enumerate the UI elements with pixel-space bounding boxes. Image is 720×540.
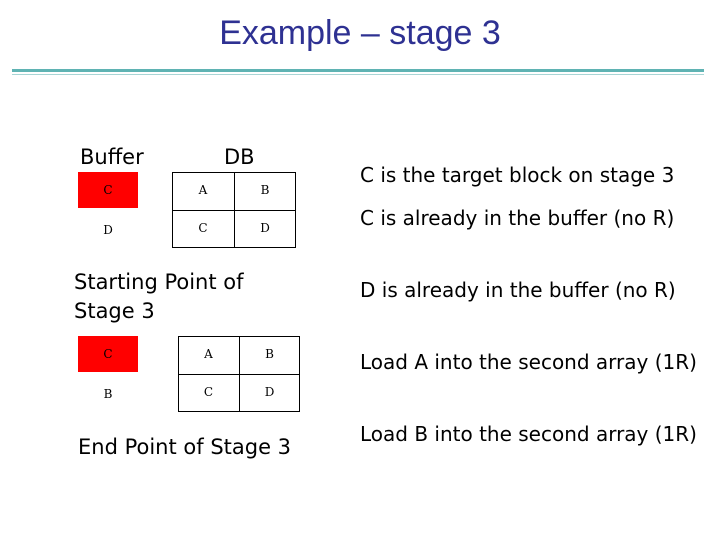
end-db-cell: D [264, 385, 275, 399]
title-divider-thin [12, 74, 704, 75]
bullet-item: D is already in the buffer (no R) [360, 278, 676, 302]
bullet-item: Load B into the second array (1R) [360, 422, 697, 446]
end-db-cell: A [204, 347, 213, 361]
start-db-cell: A [198, 183, 208, 197]
end-point-label: End Point of Stage 3 [78, 435, 292, 459]
start-db-cell: B [260, 183, 270, 197]
start-point-label: Starting Point of Stage 3 [74, 270, 244, 323]
end-db-cell: B [265, 347, 274, 361]
end-buffer-cell: C [78, 336, 138, 372]
start-buffer-cell: C [78, 172, 138, 208]
start-db-cell: C [198, 221, 208, 235]
title-divider [12, 69, 704, 72]
start-db-cell: D [260, 221, 270, 235]
bullet-item: Load A into the second array (1R) [360, 350, 697, 374]
start-buffer-cell: D [103, 223, 113, 237]
bullet-item: C is the target block on stage 3 [360, 163, 675, 187]
bullet-item: C is already in the buffer (no R) [360, 206, 675, 230]
buffer-label: Buffer [80, 145, 144, 169]
slide-title: Example – stage 3 [219, 14, 501, 52]
end-db-cell: C [203, 385, 214, 399]
end-db-divider [178, 374, 300, 375]
start-db-divider [172, 210, 296, 211]
end-buffer-cell: B [103, 387, 113, 401]
db-label: DB [224, 145, 255, 169]
